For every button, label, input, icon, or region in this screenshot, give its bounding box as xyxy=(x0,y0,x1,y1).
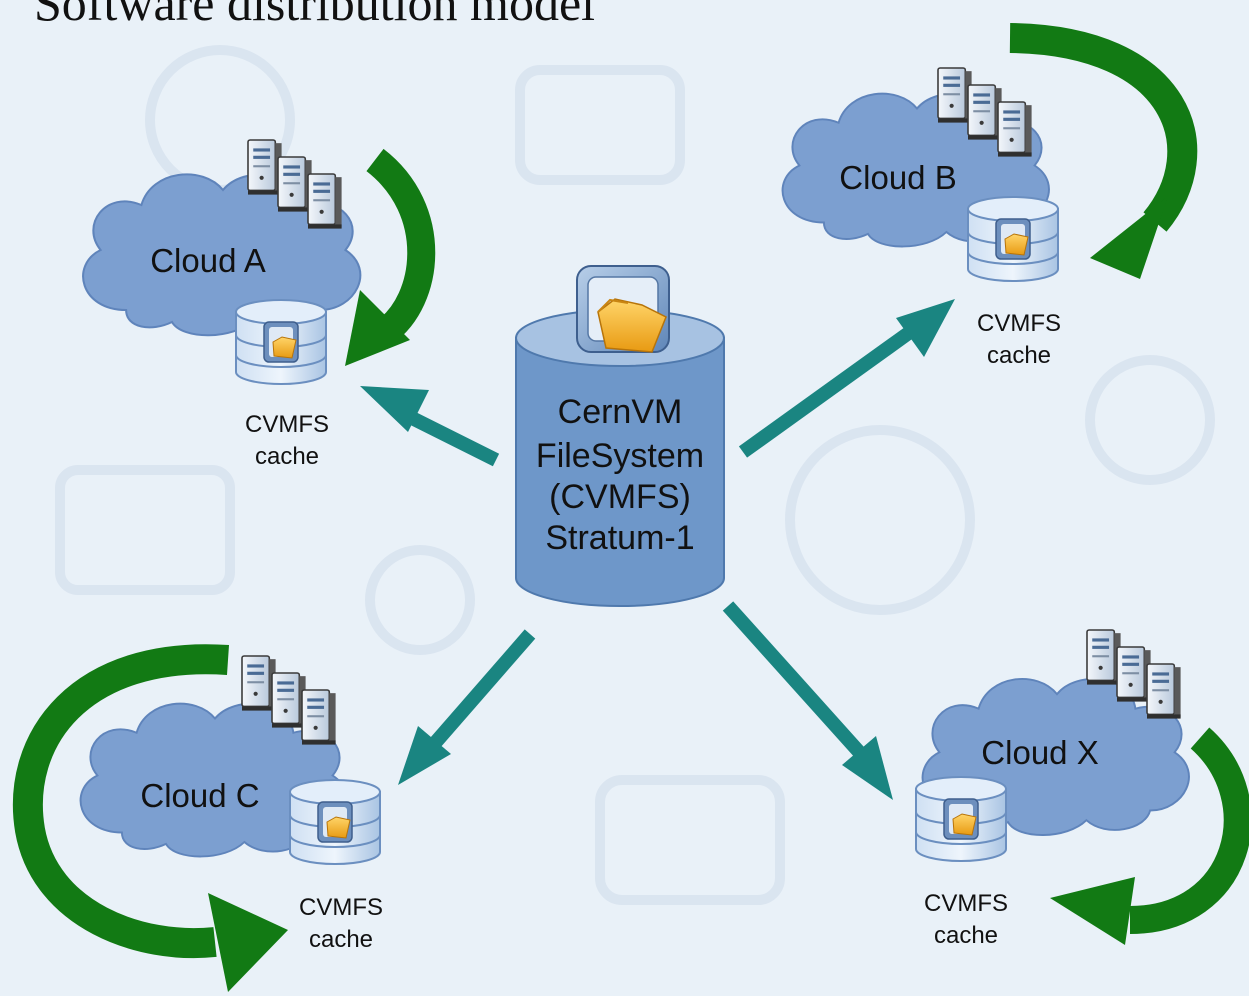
cache-c-icon xyxy=(289,779,381,865)
cache-b-label-line1: CVMFS xyxy=(977,310,1061,337)
folder-drive-icon xyxy=(576,265,670,353)
arrow-to-cloud-b xyxy=(738,299,955,458)
cloud-b-label: Cloud B xyxy=(839,159,956,196)
arrow-to-cloud-x xyxy=(722,601,893,800)
cache-a-label-line2: cache xyxy=(255,443,319,470)
cache-b-label-line2: cache xyxy=(987,342,1051,369)
cloud-x-label: Cloud X xyxy=(981,734,1098,771)
cycle-arrow-c xyxy=(12,644,288,992)
cloud-b: Cloud B xyxy=(781,92,1050,248)
distribution-arrows xyxy=(360,299,955,800)
slide-title: Software distribution model xyxy=(34,0,596,31)
stratum1-label-line4: Stratum-1 xyxy=(545,519,694,557)
arrow-to-cloud-a xyxy=(360,386,500,467)
stratum1-database: CernVM FileSystem (CVMFS) Stratum-1 xyxy=(515,309,725,607)
stratum1-label-line3: (CVMFS) xyxy=(549,478,691,516)
cycle-arrow-x xyxy=(1050,727,1249,945)
cache-a-label-line1: CVMFS xyxy=(245,411,329,438)
cycle-arrow-a xyxy=(345,148,436,366)
cache-x-label-line1: CVMFS xyxy=(924,890,1008,917)
cloud-a: Cloud A xyxy=(82,173,362,337)
cloud-x: Cloud X xyxy=(921,677,1190,836)
stratum1-label-line2: FileSystem xyxy=(536,437,704,475)
cloud-c-label: Cloud C xyxy=(140,777,259,814)
cache-c-label-line1: CVMFS xyxy=(299,894,383,921)
cache-x-label-line2: cache xyxy=(934,922,998,949)
cloud-c: Cloud C xyxy=(79,702,348,858)
stratum1-label-line1: CernVM xyxy=(558,393,683,431)
cache-x-icon xyxy=(915,776,1007,862)
cache-c-label-line2: cache xyxy=(309,926,373,953)
arrow-to-cloud-c xyxy=(398,629,536,785)
cache-a-icon xyxy=(235,299,327,385)
cache-b-icon xyxy=(967,196,1059,282)
cycle-arrow-b xyxy=(1009,23,1198,279)
cloud-a-label: Cloud A xyxy=(150,242,266,279)
